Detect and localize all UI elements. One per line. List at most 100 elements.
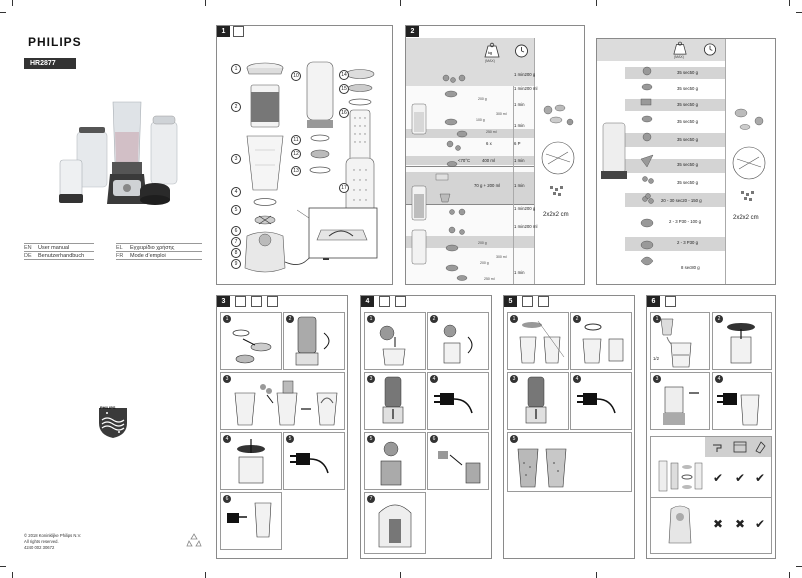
time-cell: 1 min [514,102,525,107]
plug-icon [577,393,616,414]
panel-jar-steps: 5 1 2 3 4 5 [503,295,635,559]
crop-mark [796,12,802,13]
step-cell: 4 [427,372,489,430]
table-cell: 2 - 3 P30 g [677,240,699,245]
jar-icon [235,296,246,307]
time-cell: 1 min [514,270,525,275]
step-number: 3 [367,375,375,383]
amount-label: 300 ml [496,255,507,259]
part-number: 17 [339,183,349,193]
time-cell: 1 min [514,158,525,163]
max-label: (MAX) [674,55,684,59]
step-cell: 4 [220,432,282,490]
step-illustration [232,329,272,364]
time-cell: 1 min200 g [514,72,536,77]
step-number: 1 [223,315,231,323]
step-number: 3 [653,375,661,383]
step-number: 4 [573,375,581,383]
amount-label: 200 g [478,241,487,245]
amount-label: 200 g [480,261,489,265]
timer-icon [703,43,717,56]
step-illustration [234,380,338,426]
part-number: 7 [231,237,241,247]
table-row-shade [406,172,534,204]
panel-recipe-table-bottle: 2 kg (MAX) 1 min200 g 1 min200 ml 1 min … [405,25,585,285]
part-number: 9 [231,259,241,269]
parts-stack-illustration [658,460,703,492]
section-number: 6 [647,296,660,307]
bottle-icon [251,296,262,307]
copyright-line: 4240 002 30672 [24,545,55,550]
dishwasher-icon [733,441,747,453]
table-cell: 20 - 30 sec20 - 150 g [661,198,702,203]
cross-mark: ✖ [735,517,746,531]
divider [513,86,514,284]
time-cell: 1 min200 ml [514,86,538,91]
part-number: 13 [291,166,301,176]
weight-icon [484,42,500,58]
crop-mark [0,566,6,567]
amount-label: 100 g [476,118,485,122]
plug-icon [290,453,329,474]
part-number: 14 [339,70,349,80]
divider [725,39,726,284]
table-row-shade [406,236,534,248]
step-number: 3 [223,375,231,383]
check-mark: ✔ [735,471,746,485]
part-number: 6 [231,226,241,236]
part-number: 3 [231,154,241,164]
plug-icon [717,393,760,426]
step-number: 2 [573,315,581,323]
crop-mark [400,572,401,578]
tap-icon [665,296,676,307]
blade-icon [267,296,278,307]
step-illustration [443,324,473,364]
panel-cleaning: 6 1 1/2 2 3 4 ✔ ✔ ✔ ✖ ✖ ✔ [646,295,776,559]
philips-shield-logo [99,408,127,438]
divider [534,38,535,284]
cube-size-label: 2x2x2 cm [733,215,759,221]
divider [116,243,202,244]
table-cell: 35 sec50 g [677,102,699,107]
part-number: 10 [291,71,301,81]
part-number: 16 [339,108,349,118]
divider [24,243,94,244]
crop-mark [0,12,6,13]
crop-mark [205,572,206,578]
amount-label: 250 ml [486,130,497,134]
step-number: 1 [510,315,518,323]
plug-icon [434,393,473,414]
step-cell: 2 [283,312,345,370]
step-cell: 4 [712,372,772,430]
table-cell: 35 sec50 g [677,86,699,91]
step-number: 2 [430,315,438,323]
table-cell: 35 sec50 g [677,119,699,124]
step-cell: 1 [507,312,569,370]
step-illustration [378,504,412,548]
sponge-icon [755,441,766,454]
divider [116,259,202,260]
part-number: 5 [231,205,241,215]
section-number: 5 [504,296,517,307]
table-row-shade [406,156,534,165]
step-illustration [382,376,404,424]
step-cell: 6 [427,432,489,490]
model-badge: HR2877 [24,58,76,69]
cleaning-method-header [705,437,771,457]
table-cell: 35 sec50 g [677,137,699,142]
step-cell: 6 [220,492,282,550]
recycle-icon [186,533,202,547]
blade-icon [395,296,406,307]
crop-mark [596,0,597,6]
step-cell: 1 [364,312,426,370]
weight-icon [673,41,687,55]
timer-icon [515,44,528,58]
time-cell: 1 min [514,183,525,188]
step-illustration [227,502,272,538]
check-mark: ✔ [713,471,724,485]
step-cell: 2 [712,312,772,370]
step-cell: 2 [570,312,632,370]
step-cell: 1 [220,312,282,370]
